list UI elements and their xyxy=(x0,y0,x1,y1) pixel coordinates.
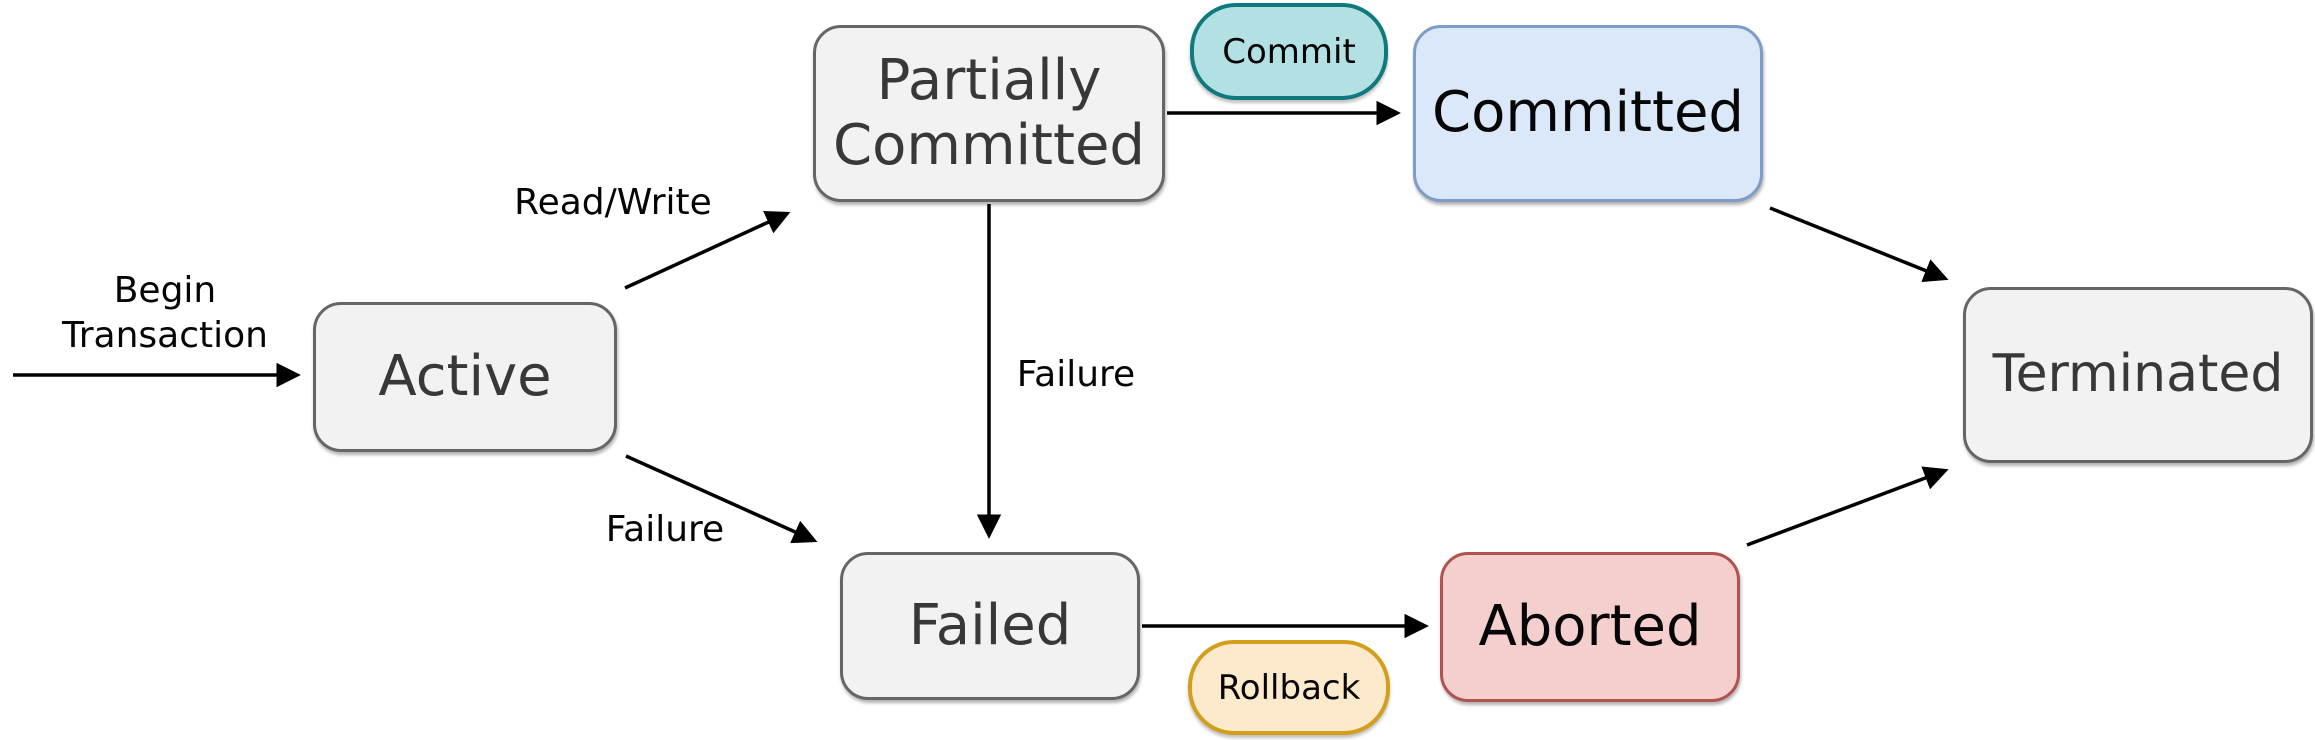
edge-label-read-write: Read/Write xyxy=(514,182,712,223)
state-node-failed: Failed xyxy=(840,552,1140,700)
edge-label-failure-lower: Failure xyxy=(605,509,725,550)
state-label-aborted: Aborted xyxy=(1478,593,1702,659)
edge-label-begin-transaction: Begin Transaction xyxy=(62,270,268,356)
state-node-partially-committed: Partially Committed xyxy=(813,25,1165,202)
commit-badge: Commit xyxy=(1190,3,1388,100)
state-node-terminated: Terminated xyxy=(1963,287,2313,463)
commit-badge-label: Commit xyxy=(1222,31,1356,72)
state-label-active: Active xyxy=(378,343,552,409)
state-node-committed: Committed xyxy=(1413,25,1763,202)
rollback-badge-label: Rollback xyxy=(1217,667,1361,708)
arrow-active-to-partially-committed xyxy=(624,211,791,290)
arrow-active-to-failed xyxy=(625,454,818,544)
state-node-aborted: Aborted xyxy=(1440,552,1740,702)
state-label-terminated: Terminated xyxy=(1992,344,2284,405)
rollback-badge: Rollback xyxy=(1188,640,1390,735)
state-node-active: Active xyxy=(313,302,617,452)
arrow-committed-to-terminated xyxy=(1769,206,1949,283)
state-label-failed: Failed xyxy=(908,592,1072,658)
edge-label-failure-middle: Failure xyxy=(1016,354,1136,395)
state-label-committed: Committed xyxy=(1432,80,1744,146)
arrow-aborted-to-terminated xyxy=(1746,466,1949,547)
state-label-partially-committed: Partially Committed xyxy=(833,48,1145,178)
